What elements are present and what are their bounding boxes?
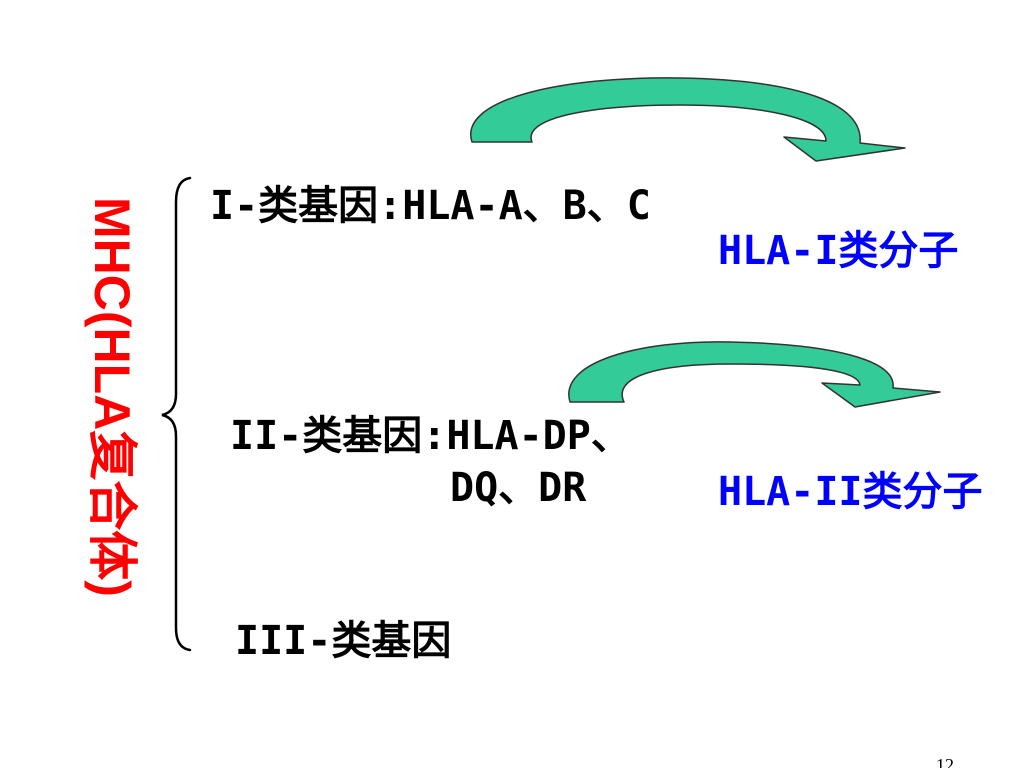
product-class1-label: HLA-I类分子 — [718, 228, 959, 274]
vertical-title: MHC(HLA复合体) — [84, 197, 140, 597]
gene-class2-label-line2: DQ、DR — [450, 465, 587, 511]
page-number-area: 12 — [936, 755, 976, 768]
gene-class3-label: III-类基因 — [235, 618, 452, 664]
product-class2-label: HLA-II类分子 — [718, 469, 983, 515]
curly-brace — [161, 176, 192, 652]
page-number: 12 — [936, 755, 954, 768]
curved-arrow-class2 — [568, 341, 941, 408]
gene-class2-label-line1: II-类基因:HLA-DP、 — [230, 413, 631, 459]
curved-arrow-class1 — [469, 77, 906, 162]
gene-class1-label: I-类基因:HLA-A、B、C — [210, 183, 651, 229]
